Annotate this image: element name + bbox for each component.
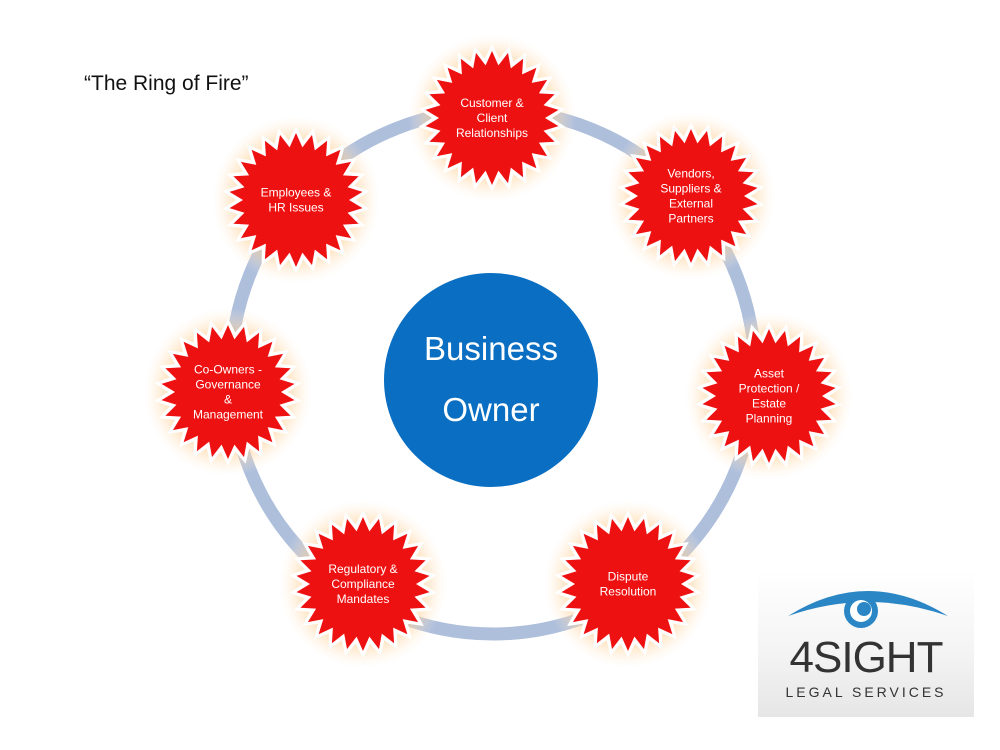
eye-icon — [788, 591, 948, 628]
burst-label-line: Employees & — [261, 186, 332, 200]
center-circle — [384, 273, 598, 487]
burst-label-line: Dispute — [608, 570, 649, 584]
page-title: “The Ring of Fire” — [84, 72, 249, 95]
burst-label-line: Mandates — [337, 592, 390, 606]
burst-label-line: Relationships — [456, 126, 528, 140]
burst-star — [229, 133, 363, 267]
burst-employees: Employees &HR Issues — [212, 116, 380, 284]
burst-label-line: Compliance — [331, 577, 395, 591]
company-logo: 4SIGHT LEGAL SERVICES — [758, 570, 974, 717]
burst-star — [425, 51, 559, 185]
burst-star — [161, 325, 295, 459]
burst-label-line: Planning — [746, 412, 793, 426]
burst-label-line: Estate — [752, 397, 786, 411]
burst-star — [296, 517, 430, 651]
burst-label-line: Management — [193, 408, 264, 422]
burst-star — [702, 329, 836, 463]
logo-wordmark: 4SIGHT — [789, 633, 944, 682]
burst-label-line: Vendors, — [667, 167, 714, 181]
center-label-line-1: Business — [424, 330, 558, 367]
burst-label-line: Suppliers & — [660, 182, 721, 196]
burst-label-line: HR Issues — [268, 201, 323, 215]
center-label-line-2: Owner — [442, 391, 539, 428]
logo-tagline: LEGAL SERVICES — [785, 684, 947, 700]
burst-star — [624, 129, 758, 263]
burst-label-line: External — [669, 197, 713, 211]
burst-label-line: & — [224, 393, 232, 407]
burst-star — [561, 517, 695, 651]
burst-label-line: Asset — [754, 367, 785, 381]
burst-label-line: Governance — [195, 378, 261, 392]
burst-label-line: Regulatory & — [328, 562, 397, 576]
burst-coowners: Co-Owners -Governance&Management — [144, 308, 312, 476]
burst-label-line: Co-Owners - — [194, 363, 262, 377]
burst-label-line: Protection / — [739, 382, 800, 396]
burst-label-line: Resolution — [600, 585, 657, 599]
burst-label-line: Partners — [668, 212, 713, 226]
burst-label-line: Customer & — [460, 96, 523, 110]
burst-label-line: Client — [477, 111, 508, 125]
